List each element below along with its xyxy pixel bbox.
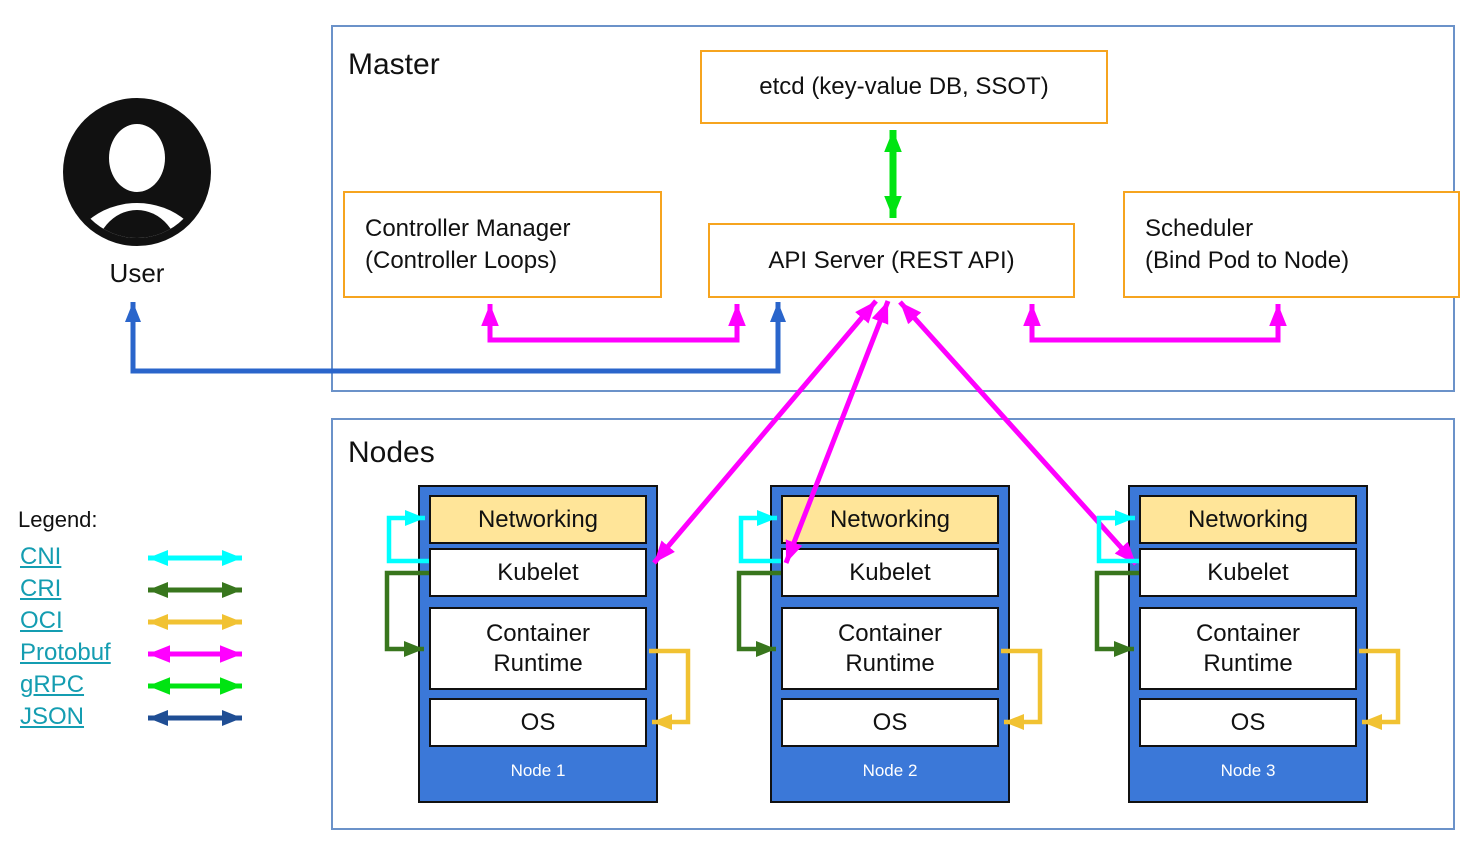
nodes-title: Nodes <box>348 436 435 469</box>
container-runtime-label: Container Runtime <box>837 619 943 677</box>
networking-label: Networking <box>477 505 599 533</box>
node-3-kubelet-layer: Kubelet <box>1139 548 1357 597</box>
etcd-label: etcd (key-value DB, SSOT) <box>759 73 1049 100</box>
legend-link-oci[interactable]: OCI <box>20 607 63 634</box>
os-label: OS <box>520 708 556 736</box>
api-server-label: API Server (REST API) <box>768 246 1015 274</box>
controller-manager-box: Controller Manager (Controller Loops) <box>343 191 662 298</box>
legend-link-protobuf[interactable]: Protobuf <box>20 639 111 666</box>
os-label: OS <box>872 708 908 736</box>
networking-label: Networking <box>829 505 951 533</box>
legend-link-cni[interactable]: CNI <box>20 543 62 570</box>
scheduler-label-line1: Scheduler <box>1145 214 1254 242</box>
node-2-label: Node 2 <box>862 761 918 780</box>
legend-link-json[interactable]: JSON <box>20 703 85 730</box>
scheduler-label-line2: (Bind Pod to Node) <box>1145 246 1350 274</box>
etcd-box: etcd (key-value DB, SSOT) <box>700 50 1108 124</box>
networking-label: Networking <box>1187 505 1309 533</box>
node-3-networking-layer: Networking <box>1139 495 1357 544</box>
controller-manager-label-line1: Controller Manager <box>365 214 571 242</box>
node-2-kubelet-layer: Kubelet <box>781 548 999 597</box>
node-1-label: Node 1 <box>510 761 566 780</box>
legend-link-cri[interactable]: CRI <box>20 575 62 602</box>
user-label: User <box>109 258 165 288</box>
legend-link-grpc[interactable]: gRPC <box>20 671 85 698</box>
node-1-kubelet-layer: Kubelet <box>429 548 647 597</box>
nodes-container-box <box>331 418 1455 830</box>
container-runtime-label: Container Runtime <box>485 619 591 677</box>
node-3-label: Node 3 <box>1220 761 1276 780</box>
node-2-box: Networking Kubelet Container Runtime OS … <box>770 485 1010 803</box>
node-3-box: Networking Kubelet Container Runtime OS … <box>1128 485 1368 803</box>
controller-manager-label-line2: (Controller Loops) <box>365 246 558 274</box>
node-1-os-layer: OS <box>429 698 647 747</box>
node-1-container-runtime-layer: Container Runtime <box>429 607 647 690</box>
kubelet-label: Kubelet <box>497 558 579 586</box>
master-title: Master <box>348 48 440 81</box>
os-label: OS <box>1230 708 1266 736</box>
container-runtime-label: Container Runtime <box>1195 619 1301 677</box>
kubelet-label: Kubelet <box>849 558 931 586</box>
kubelet-label: Kubelet <box>1207 558 1289 586</box>
user-avatar-icon <box>63 98 211 246</box>
node-1-box: Networking Kubelet Container Runtime OS … <box>418 485 658 803</box>
api-server-box: API Server (REST API) <box>708 223 1075 298</box>
node-2-container-runtime-layer: Container Runtime <box>781 607 999 690</box>
node-3-os-layer: OS <box>1139 698 1357 747</box>
scheduler-box: Scheduler (Bind Pod to Node) <box>1123 191 1460 298</box>
node-2-networking-layer: Networking <box>781 495 999 544</box>
node-1-networking-layer: Networking <box>429 495 647 544</box>
node-2-os-layer: OS <box>781 698 999 747</box>
node-3-container-runtime-layer: Container Runtime <box>1139 607 1357 690</box>
legend-title: Legend: <box>18 507 98 532</box>
